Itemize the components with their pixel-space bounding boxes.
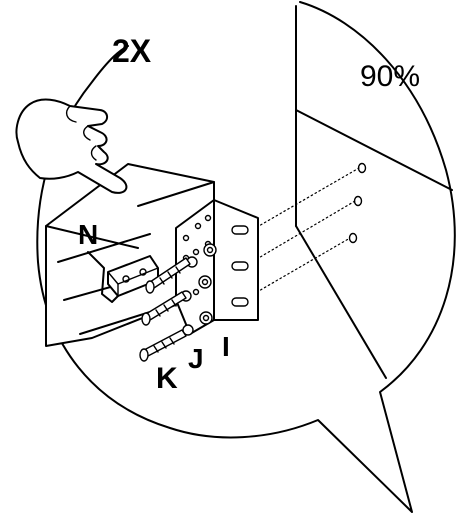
pointing-hand-icon (15, 98, 128, 194)
angle-label: 90% (360, 60, 420, 93)
angle-bracket (175, 199, 259, 335)
part-label-i: I (222, 331, 230, 362)
quantity-label: 2X (112, 33, 152, 69)
wall-panel (295, 5, 453, 379)
part-label-n: N (78, 219, 98, 250)
hex-key (87, 251, 119, 303)
part-label-j: J (188, 343, 204, 374)
washers (198, 243, 217, 325)
part-label-k: K (156, 362, 178, 395)
bolts (139, 257, 191, 362)
